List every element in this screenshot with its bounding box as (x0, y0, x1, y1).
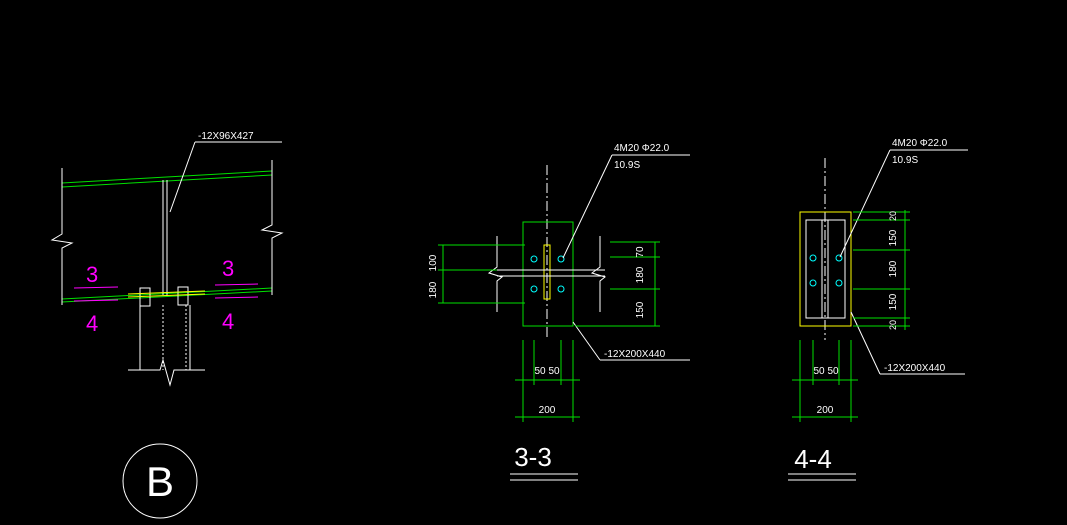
dim-4-4-right-150a: 150 (888, 229, 899, 246)
right-break-3-3 (590, 236, 607, 312)
dim-4-4-right-20b: 20 (888, 320, 898, 330)
bolt-callout-leader-4-4 (839, 149, 891, 258)
axis-bubble-circle (122, 443, 198, 519)
dim-4-4-right-150b: 150 (888, 293, 899, 310)
section-mark-line-left-1 (73, 286, 119, 289)
end-plate-4-4 (799, 211, 852, 327)
column-right-edge (189, 305, 205, 371)
plate-callout-3-3: -12X200X440 (604, 349, 666, 360)
plate-callout-leader (169, 141, 196, 213)
end-plate-3-3 (522, 221, 574, 327)
bolt-group-left (127, 286, 206, 307)
section-title-3-3: 3-3 (514, 442, 552, 472)
plate-callout-text: -12X96X427 (198, 131, 254, 142)
section-mark-right-bottom: 4 (222, 309, 234, 334)
section-mark-line-right-1 (214, 283, 259, 286)
plate-callout-leader-3-3 (572, 321, 601, 361)
dim-3-3-right-150: 150 (635, 301, 646, 318)
dim-4-4-right-20a: 20 (888, 211, 898, 221)
bolt-callout-4-4-line2: 10.9S (892, 155, 918, 166)
section-mark-right-top: 3 (222, 256, 234, 281)
axis-bubble-label: B (146, 458, 174, 505)
right-break-line (260, 160, 284, 295)
left-dimensions-3-3 (438, 244, 525, 304)
bolts-4-4 (809, 254, 843, 287)
left-elevation-detail: -12X96X427 3 4 3 4 (50, 131, 284, 387)
beam-web-3-3 (543, 244, 551, 300)
bolt-callout-3-3-line2: 10.9S (614, 160, 640, 171)
section-mark-line-left-2 (73, 299, 119, 302)
left-break-3-3 (487, 236, 504, 312)
dim-4-4-bottom-50a: 50 (813, 366, 825, 377)
dim-3-3-bottom-50b: 50 (548, 366, 560, 377)
beam-top-flange-line-1 (61, 170, 273, 184)
dim-3-3-right-70: 70 (635, 246, 646, 258)
section-3-3: 4M20 Φ22.0 10.9S -12X200X440 100 180 70 … (428, 143, 690, 481)
bottom-dimensions-4-4 (792, 340, 858, 422)
axis-bubble: B (122, 443, 198, 519)
bolts-3-3 (530, 255, 565, 293)
bolt-callout-3-3-line1: 4M20 Φ22.0 (614, 143, 670, 154)
section-title-4-4: 4-4 (794, 444, 832, 474)
dim-4-4-right-180: 180 (888, 260, 899, 277)
bolt-callout-4-4-line1: 4M20 Φ22.0 (892, 138, 948, 149)
dim-4-4-bottom-200: 200 (817, 405, 834, 416)
dim-4-4-bottom-50b: 50 (827, 366, 839, 377)
column-left-edge (128, 305, 141, 371)
right-dimensions-3-3 (575, 241, 660, 327)
plate-callout-4-4: -12X200X440 (884, 363, 946, 374)
dim-3-3-left-100: 100 (428, 254, 439, 271)
column-break-line (128, 358, 205, 387)
right-dimensions-4-4 (853, 210, 910, 330)
bottom-dimensions-3-3 (515, 340, 580, 422)
section-4-4: 4M20 Φ22.0 10.9S -12X200X440 20 150 180 … (788, 138, 968, 481)
section-mark-left-bottom: 4 (86, 311, 98, 336)
section-mark-line-right-2 (214, 296, 259, 299)
column-section-4-4 (805, 219, 846, 319)
dim-3-3-right-180: 180 (635, 266, 646, 283)
dim-3-3-bottom-50a: 50 (534, 366, 546, 377)
left-break-line (50, 168, 74, 305)
dim-3-3-left-180: 180 (428, 281, 439, 298)
section-mark-left-top: 3 (86, 262, 98, 287)
plate-callout-leader-4-4 (850, 311, 881, 375)
bolt-callout-leader-3-3 (562, 154, 613, 259)
dim-3-3-bottom-200: 200 (539, 405, 556, 416)
